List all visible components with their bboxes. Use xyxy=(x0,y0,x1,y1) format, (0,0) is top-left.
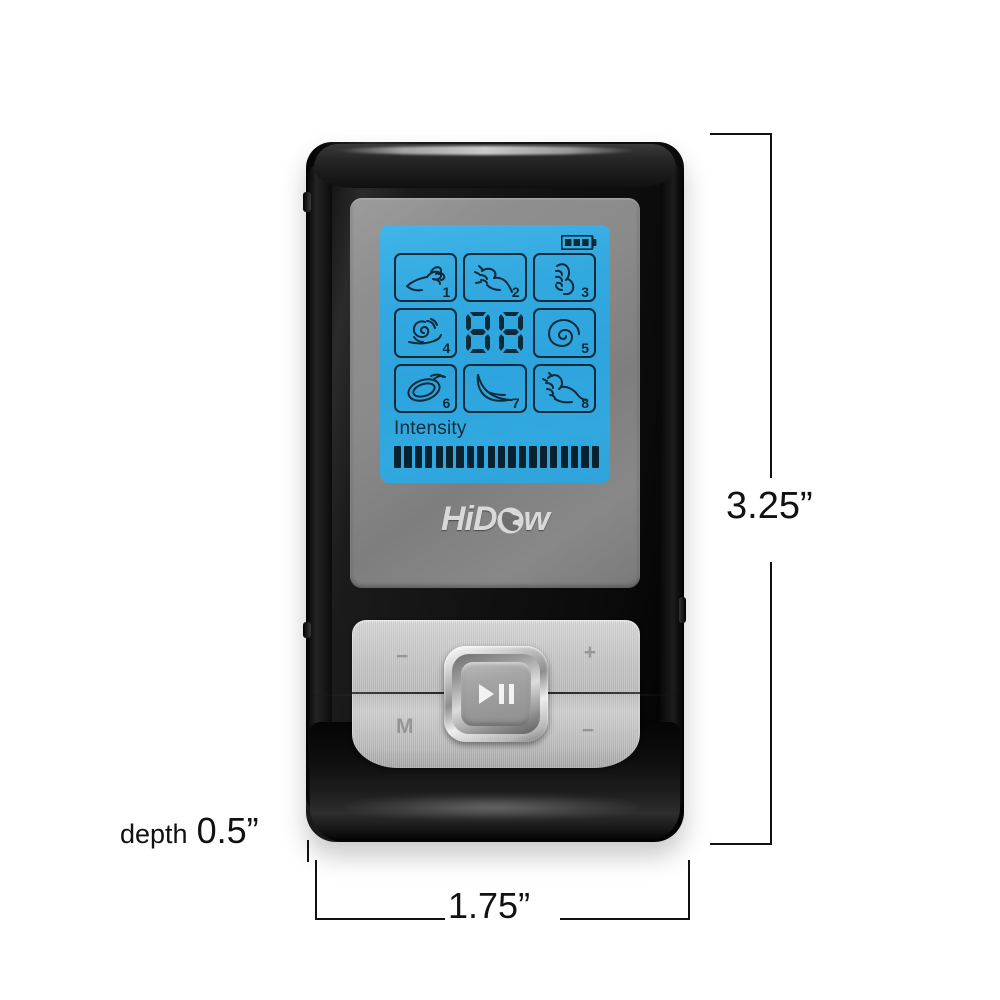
mode-button-1[interactable]: 1 xyxy=(394,253,458,303)
play-pause-button[interactable] xyxy=(444,646,548,742)
hand-grip-icon xyxy=(548,261,580,295)
hand-pinch-icon xyxy=(473,262,516,294)
width-dim-line-right xyxy=(560,918,690,920)
intensity-segment xyxy=(550,446,558,468)
mode-button-6[interactable]: 6 xyxy=(394,363,458,413)
height-dimension-label: 3.25” xyxy=(726,485,813,527)
mode-number: 4 xyxy=(442,339,451,356)
intensity-segment xyxy=(570,446,579,468)
digit-right xyxy=(499,311,524,353)
mode-button[interactable]: M xyxy=(396,715,414,738)
intensity-segment xyxy=(435,446,443,468)
hand-palm-tap-icon xyxy=(403,262,449,294)
increase-intensity-button[interactable]: + xyxy=(583,641,596,664)
chin-highlight xyxy=(342,794,642,820)
intensity-segment xyxy=(456,446,464,468)
pause-bar-right xyxy=(508,684,514,704)
mode-button-4[interactable]: 4 xyxy=(394,308,458,358)
mode-number: 8 xyxy=(581,394,589,411)
side-button-upper[interactable] xyxy=(303,192,311,212)
height-dim-line-top xyxy=(770,133,772,478)
mode-button-7[interactable]: 7 xyxy=(463,363,527,413)
mode-number: 6 xyxy=(442,394,451,411)
intensity-level-display xyxy=(463,308,526,357)
device-left-edge xyxy=(306,160,332,820)
intensity-segment xyxy=(560,446,568,468)
brand-logo-text: HiD w xyxy=(440,499,550,539)
width-dim-tick-right xyxy=(688,860,690,920)
device-faceplate: 1 2 xyxy=(350,198,640,588)
width-dim-line-left xyxy=(315,918,445,920)
depth-word: depth xyxy=(120,819,188,849)
battery-icon xyxy=(560,234,597,251)
mode-number: 2 xyxy=(511,284,520,301)
width-dim-tick-left xyxy=(315,860,317,920)
mode-number: 5 xyxy=(581,339,589,356)
intensity-segment xyxy=(581,446,589,468)
play-pause-face xyxy=(461,662,531,726)
spiral-swirl-icon xyxy=(546,316,582,350)
oval-loop-icon xyxy=(404,372,448,404)
play-pause-bezel xyxy=(452,654,540,734)
intensity-segment xyxy=(477,446,485,468)
width-dimension-label: 1.75” xyxy=(448,885,531,926)
depth-value: 0.5” xyxy=(196,810,259,851)
intensity-bar-gauge[interactable] xyxy=(394,446,599,468)
control-pad: − + M − xyxy=(352,620,640,768)
side-button-right[interactable] xyxy=(679,597,686,623)
intensity-segment xyxy=(466,446,475,468)
intensity-segment xyxy=(414,446,423,468)
intensity-segment xyxy=(498,446,506,468)
play-triangle xyxy=(478,684,494,704)
foot-leg-icon xyxy=(472,372,518,404)
brand-suffix: w xyxy=(523,499,550,538)
mode-icon-grid: 1 2 xyxy=(394,253,596,413)
decrease-intensity-button[interactable]: − xyxy=(396,645,409,668)
intensity-label: Intensity xyxy=(394,418,467,439)
mode-number: 3 xyxy=(581,284,589,301)
depth-dim-tick xyxy=(307,840,309,862)
height-dim-tick-bottom xyxy=(710,843,772,845)
intensity-segment xyxy=(518,446,527,468)
intensity-segment xyxy=(539,446,547,468)
timer-button[interactable]: − xyxy=(581,719,594,742)
mode-button-8[interactable]: 8 xyxy=(532,363,596,413)
intensity-segment xyxy=(394,446,402,468)
height-dim-tick-top xyxy=(710,133,772,135)
hand-press-icon xyxy=(542,372,587,404)
intensity-segment xyxy=(446,446,454,468)
seven-segment-digits xyxy=(464,310,525,356)
device-right-edge xyxy=(660,160,684,820)
mode-button-2[interactable]: 2 xyxy=(463,253,527,303)
brand-logo: HiD w xyxy=(350,498,640,540)
top-highlight xyxy=(336,146,636,155)
intensity-segment xyxy=(529,446,537,468)
intensity-segment xyxy=(404,446,412,468)
hand-knead-icon xyxy=(405,316,447,350)
lcd-screen[interactable]: 1 2 xyxy=(380,225,610,483)
height-dim-line-bottom xyxy=(770,562,772,845)
depth-dimension-label: depth 0.5” xyxy=(120,810,259,852)
side-button-lower[interactable] xyxy=(303,622,311,638)
intensity-segment xyxy=(508,446,516,468)
mode-number: 7 xyxy=(511,394,520,411)
play-pause-icon xyxy=(478,684,514,704)
mode-button-5[interactable]: 5 xyxy=(532,308,596,358)
mode-number: 1 xyxy=(442,284,451,301)
intensity-segment xyxy=(425,446,433,468)
intensity-segment xyxy=(487,446,495,468)
pause-bar-left xyxy=(498,684,504,704)
tens-unit-device: 1 2 xyxy=(303,142,686,842)
intensity-segment xyxy=(591,446,599,468)
mode-button-3[interactable]: 3 xyxy=(532,253,596,303)
digit-left xyxy=(466,311,491,353)
globe-icon xyxy=(496,505,525,534)
brand-prefix: HiD xyxy=(440,499,498,538)
